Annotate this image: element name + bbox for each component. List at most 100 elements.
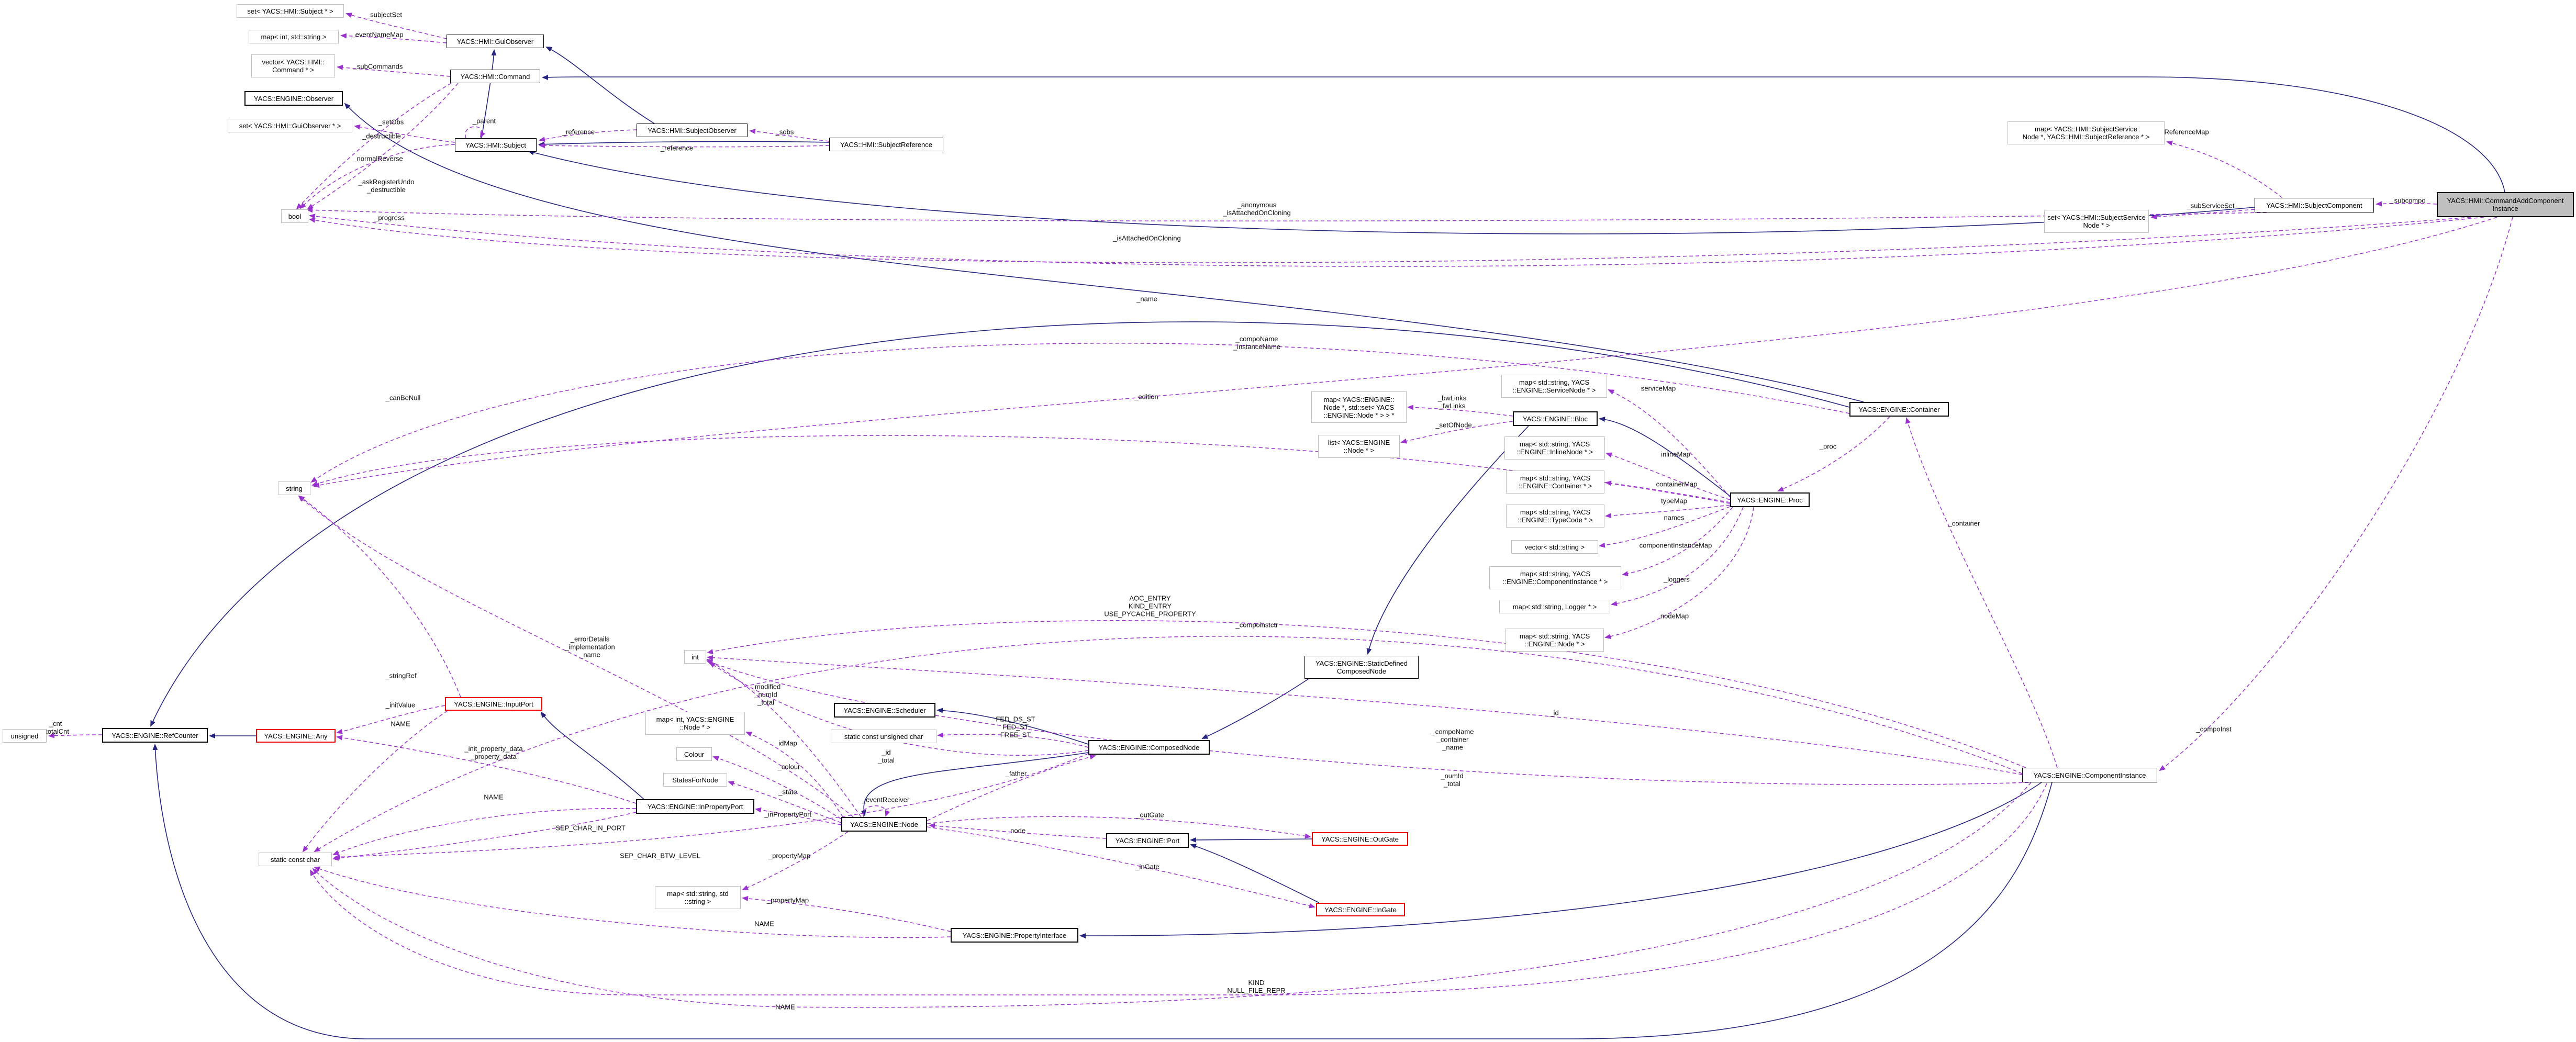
edge-label-33: _inPropertyPort — [764, 810, 812, 819]
node-engine-outgate[interactable]: YACS::ENGINE::OutGate — [1312, 832, 1408, 846]
edge-label-14: _subcompo — [2390, 196, 2426, 205]
node-set-subjectservicenode[interactable]: set< YACS::HMI::SubjectService Node * > — [2044, 210, 2149, 233]
edge-label-23: _initValue — [385, 701, 416, 709]
usage-edge-69 — [927, 754, 1096, 821]
node-engine-port[interactable]: YACS::ENGINE::Port — [1106, 833, 1189, 848]
node-engine-scheduler[interactable]: YACS::ENGINE::Scheduler — [834, 703, 935, 718]
node-hmi-subjectcomponent[interactable]: YACS::HMI::SubjectComponent — [2255, 198, 2374, 212]
node-engine-refcounter[interactable]: YACS::ENGINE::RefCounter — [102, 728, 208, 743]
usage-edge-33 — [306, 207, 2267, 222]
usage-edge-36 — [311, 435, 1731, 504]
usage-edge-79 — [310, 783, 2047, 995]
node-unsigned[interactable]: unsigned — [3, 729, 47, 743]
edge-label-42: _compoinstctr — [1235, 621, 1278, 629]
node-map-string-container[interactable]: map< std::string, YACS ::ENGINE::Contain… — [1506, 470, 1604, 494]
usage-edge-61 — [332, 812, 637, 861]
node-map-string-typecode[interactable]: map< std::string, YACS ::ENGINE::TypeCod… — [1506, 505, 1604, 528]
node-engine-any[interactable]: YACS::ENGINE::Any — [256, 729, 336, 743]
edge-label-9: _reference — [562, 128, 595, 136]
inheritance-edge-15 — [1190, 844, 1320, 903]
node-statesfornode[interactable]: StatesForNode — [663, 773, 727, 787]
edge-label-31: _colour — [777, 763, 800, 771]
edge-label-43: _id — [1549, 709, 1559, 717]
usage-edge-47 — [1604, 507, 1754, 640]
edge-label-18: _compoName _instanceName — [1233, 335, 1281, 351]
node-map-string-componentinstance[interactable]: map< std::string, YACS ::ENGINE::Compone… — [1489, 566, 1621, 589]
usage-edge-71 — [929, 823, 1107, 839]
node-engine-observer[interactable]: YACS::ENGINE::Observer — [244, 91, 343, 106]
edge-label-27: SEP_CHAR_IN_PORT — [555, 824, 626, 832]
node-string[interactable]: string — [278, 481, 310, 495]
node-engine-composednode[interactable]: YACS::ENGINE::ComposedNode — [1088, 740, 1210, 755]
node-map-string-node[interactable]: map< std::string, YACS ::ENGINE::Node * … — [1506, 629, 1604, 652]
node-vector-string[interactable]: vector< std::string > — [1511, 540, 1598, 554]
edge-label-10: _sobs — [775, 128, 794, 136]
node-engine-node[interactable]: YACS::ENGINE::Node — [841, 817, 927, 832]
node-bool[interactable]: bool — [281, 209, 308, 223]
node-colour[interactable]: Colour — [676, 747, 712, 761]
node-map-node-set[interactable]: map< YACS::ENGINE:: Node *, std::set< YA… — [1311, 391, 1407, 423]
node-engine-staticdefinedcomposednode[interactable]: YACS::ENGINE::StaticDefined ComposedNode — [1304, 656, 1419, 679]
usage-edge-26 — [309, 214, 2484, 267]
usage-edge-72 — [927, 826, 1315, 909]
usage-edge-41 — [1605, 452, 1731, 500]
inheritance-edge-13 — [540, 711, 644, 800]
node-hmi-guiobserver[interactable]: YACS::HMI::GuiObserver — [447, 35, 544, 48]
edge-label-26: NAME — [484, 793, 504, 801]
edge-label-51: containerMap — [1656, 480, 1698, 488]
usage-edge-50 — [314, 636, 2023, 853]
node-static-const-unsigned-char[interactable]: static const unsigned char — [831, 730, 936, 743]
edge-label-25: _init_property_data _property_data — [464, 745, 523, 760]
node-map-int-node[interactable]: map< int, YACS::ENGINE ::Node * > — [645, 712, 745, 735]
node-engine-proc[interactable]: YACS::ENGINE::Proc — [1730, 492, 1810, 507]
usage-edge-32 — [2376, 201, 2437, 207]
edge-label-15: _anonymous _isAttachedOnCloning — [1223, 201, 1291, 217]
usage-edge-80 — [48, 733, 103, 738]
node-hmi-command[interactable]: YACS::HMI::Command — [450, 70, 540, 83]
node-set-guiobserver-ptr[interactable]: set< YACS::HMI::GuiObserver * > — [228, 119, 352, 132]
edge-label-7: _askRegisterUndo _destructible — [358, 178, 415, 194]
node-engine-inputport[interactable]: YACS::ENGINE::InputPort — [445, 697, 542, 711]
node-int[interactable]: int — [684, 650, 706, 664]
node-hmi-commandaddcomponentinstance[interactable]: YACS::HMI::CommandAddComponent Instance — [2437, 192, 2574, 217]
node-map-string-logger[interactable]: map< std::string, Logger * > — [1499, 600, 1610, 613]
node-hmi-subjectobserver[interactable]: YACS::HMI::SubjectObserver — [637, 124, 748, 137]
node-hmi-subjectreference[interactable]: YACS::HMI::SubjectReference — [829, 138, 943, 151]
edge-label-57: _container — [1948, 519, 1980, 528]
edge-label-34: _eventReceiver — [862, 795, 910, 804]
edge-label-29: _modified _numId _total — [751, 682, 781, 707]
node-engine-ingate[interactable]: YACS::ENGINE::InGate — [1316, 903, 1405, 916]
usage-edge-37 — [313, 217, 2497, 488]
edge-label-60: NAME — [754, 920, 774, 928]
usage-edge-53 — [706, 660, 2029, 785]
node-engine-bloc[interactable]: YACS::ENGINE::Bloc — [1513, 411, 1598, 426]
usage-edge-59 — [336, 735, 637, 804]
inheritance-edge-14 — [1190, 837, 1312, 843]
node-vector-command-ptr[interactable]: vector< YACS::HMI:: Command * > — [251, 54, 335, 77]
edge-label-44: _compoName _container _name — [1431, 727, 1474, 752]
node-engine-container[interactable]: YACS::ENGINE::Container — [1849, 402, 1949, 417]
usage-edge-29 — [539, 143, 830, 149]
node-map-string-inlinenode[interactable]: map< std::string, YACS ::ENGINE::InlineN… — [1504, 436, 1605, 460]
usage-edge-54 — [298, 495, 854, 817]
node-map-subjectservicenode-subjectreference[interactable]: map< YACS::HMI::SubjectService Node *, Y… — [2008, 121, 2165, 144]
usage-edge-30 — [2166, 140, 2283, 198]
inheritance-edge-7 — [152, 744, 2053, 1039]
node-hmi-subject[interactable]: YACS::HMI::Subject — [455, 138, 537, 152]
edge-label-39: _node — [1006, 826, 1026, 835]
usage-edge-62 — [745, 732, 843, 817]
node-map-string-string[interactable]: map< std::string, std ::string > — [655, 886, 741, 909]
usage-edge-46 — [1611, 507, 1744, 607]
node-map-string-servicenode[interactable]: map< std::string, YACS ::ENGINE::Service… — [1501, 375, 1607, 398]
node-static-const-char[interactable]: static const char — [259, 853, 332, 866]
inheritance-edge-11 — [936, 708, 1089, 745]
node-engine-componentinstance[interactable]: YACS::ENGINE::ComponentInstance — [2022, 768, 2157, 782]
node-map-int-string[interactable]: map< int, std::string > — [249, 30, 339, 43]
node-engine-inpropertyport[interactable]: YACS::ENGINE::InPropertyPort — [636, 799, 754, 814]
usage-edge-22 — [299, 144, 455, 209]
edge-label-22: _stringRef — [385, 671, 417, 680]
node-set-subject-ptr[interactable]: set< YACS::HMI::Subject * > — [237, 4, 344, 18]
node-engine-propertyinterface[interactable]: YACS::ENGINE::PropertyInterface — [951, 928, 1078, 943]
node-list-node[interactable]: list< YACS::ENGINE ::Node * > — [1318, 435, 1400, 458]
